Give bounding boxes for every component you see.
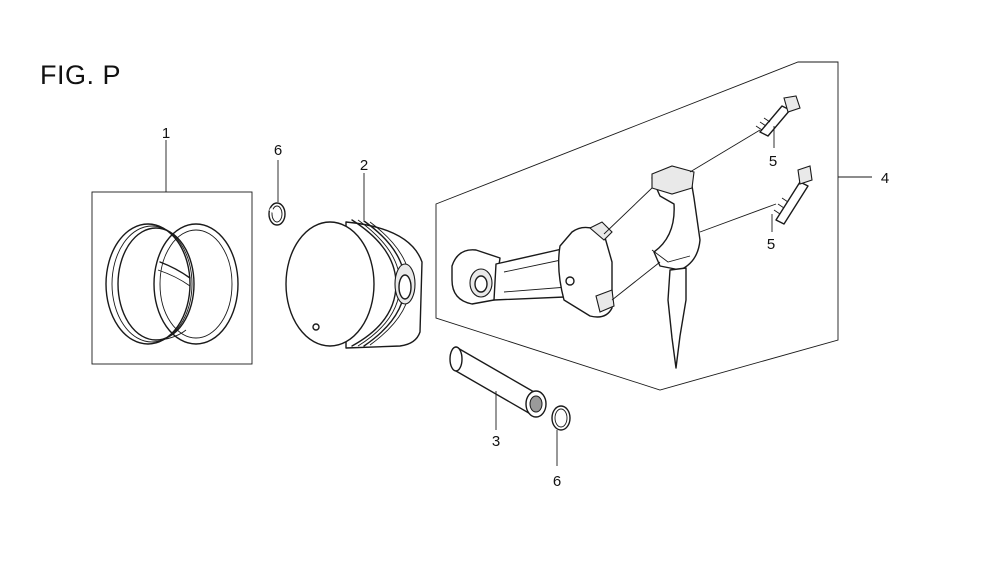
callout-6-lower: 6 — [553, 473, 561, 490]
callout-4: 4 — [881, 170, 889, 187]
piston-pin[interactable] — [449, 346, 547, 418]
callout-2: 2 — [360, 157, 368, 174]
conrod-assembly-frame — [435, 61, 839, 391]
figure-title: FIG. P — [40, 60, 122, 90]
callout-3: 3 — [492, 433, 500, 450]
pin-clip-bottom[interactable] — [551, 405, 571, 431]
connecting-rod-cap[interactable] — [651, 165, 701, 369]
assembly-guide-lines — [603, 129, 777, 301]
pin-clip-top[interactable] — [268, 202, 286, 226]
oil-ring — [153, 223, 239, 345]
ring-set-frame — [91, 191, 253, 365]
connecting-rod[interactable] — [451, 221, 615, 318]
rod-bolt-lower[interactable] — [773, 165, 813, 225]
callout-1: 1 — [162, 125, 170, 142]
callout-5-lower: 5 — [767, 236, 775, 253]
piston-ring-set[interactable] — [91, 191, 253, 365]
piston[interactable] — [285, 219, 423, 349]
rod-bolt-upper[interactable] — [755, 95, 801, 137]
callout-5-upper: 5 — [769, 153, 777, 170]
compression-rings — [105, 223, 195, 345]
callout-6-upper: 6 — [274, 142, 282, 159]
